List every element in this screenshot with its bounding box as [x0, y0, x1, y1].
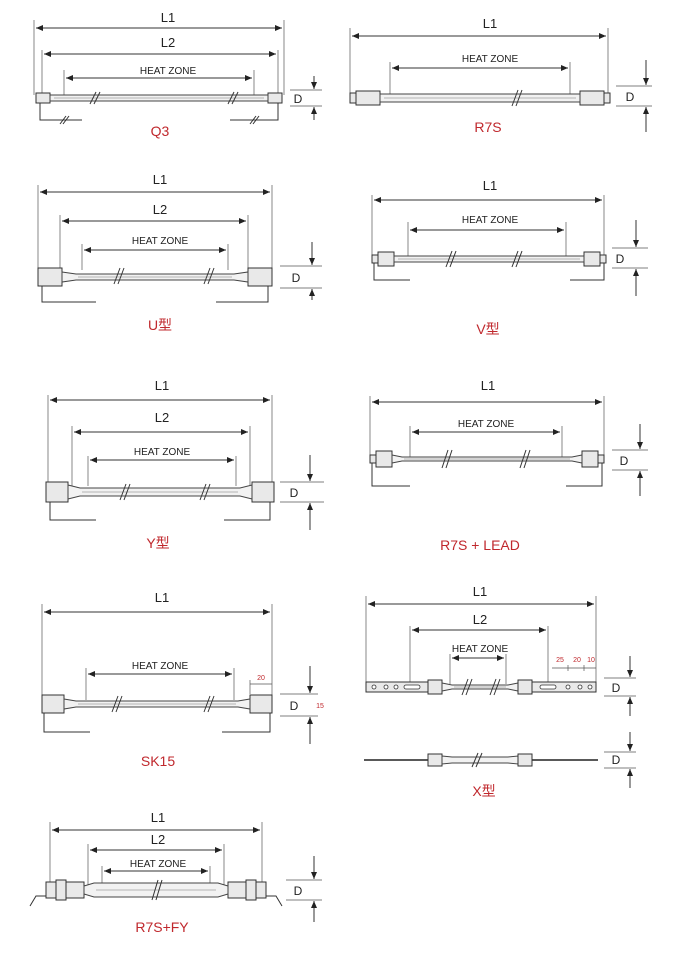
u-d-label: D: [292, 271, 301, 285]
sk15-top-dim: 20: [257, 675, 265, 682]
y-heat-zone-label: HEAT ZONE: [134, 447, 191, 458]
y-l1-label: L1: [155, 378, 169, 393]
lamp-q3: L1 L2 HEAT ZONE D Q3: [33, 10, 322, 139]
y-l2-label: L2: [155, 410, 169, 425]
caption-r7s: R7S: [474, 119, 501, 135]
caption-v: V型: [476, 321, 499, 337]
r7s-fy-d-label: D: [294, 884, 303, 898]
x-dim-a: 25: [556, 657, 564, 664]
v-l1-label: L1: [483, 178, 497, 193]
caption-sk15: SK15: [141, 753, 175, 769]
r7s-d-label: D: [626, 90, 635, 104]
r7s-fy-l1-label: L1: [151, 810, 165, 825]
lamp-x: L1 L2 HEAT ZONE 25 20 10 D: [364, 584, 636, 799]
q3-l1-label: L1: [161, 10, 175, 25]
caption-y: Y型: [146, 535, 169, 551]
caption-r7s-lead: R7S + LEAD: [440, 537, 520, 553]
lamp-r7s-fy: L1 L2 HEAT ZONE D R7S+FY: [29, 810, 322, 935]
r7s-fy-heat-zone-label: HEAT ZONE: [130, 859, 187, 870]
caption-r7s-fy: R7S+FY: [135, 919, 189, 935]
lamp-r7s: L1 HEAT ZONE D R7S: [349, 16, 652, 135]
r7s-lead-d-label: D: [620, 454, 629, 468]
q3-l2-label: L2: [161, 35, 175, 50]
x-l2-label: L2: [473, 612, 487, 627]
x-heat-zone-label: HEAT ZONE: [452, 644, 509, 655]
lamp-u: L1 L2 HEAT ZONE D U型: [37, 172, 322, 333]
x-dim-b: 20: [573, 657, 581, 664]
lamp-r7s-lead: L1 HEAT ZONE D R7S + LEAD: [369, 378, 648, 553]
u-heat-zone-label: HEAT ZONE: [132, 236, 189, 247]
u-l2-label: L2: [153, 202, 167, 217]
sk15-side-dim: 15: [316, 703, 324, 710]
sk15-l1-label: L1: [155, 590, 169, 605]
x-l1-label: L1: [473, 584, 487, 599]
r7s-lead-l1-label: L1: [481, 378, 495, 393]
y-d-label: D: [290, 486, 299, 500]
x-dim-c: 10: [587, 657, 595, 664]
sk15-heat-zone-label: HEAT ZONE: [132, 661, 189, 672]
caption-u: U型: [148, 317, 172, 333]
caption-x: X型: [472, 783, 495, 799]
v-d-label: D: [616, 252, 625, 266]
lamp-sk15: L1 HEAT ZONE 20 D 15 SK15: [41, 590, 324, 769]
x-d-label: D: [612, 681, 621, 695]
r7s-fy-l2-label: L2: [151, 832, 165, 847]
r7s-lead-heat-zone-label: HEAT ZONE: [458, 419, 515, 430]
caption-q3: Q3: [151, 123, 170, 139]
lamp-y: L1 L2 HEAT ZONE D Y型: [45, 378, 324, 551]
q3-d-label: D: [294, 92, 303, 106]
r7s-l1-label: L1: [483, 16, 497, 31]
sk15-d-label: D: [290, 699, 299, 713]
lamp-v: L1 HEAT ZONE D V型: [371, 178, 648, 337]
q3-heat-zone-label: HEAT ZONE: [140, 66, 197, 77]
u-l1-label: L1: [153, 172, 167, 187]
r7s-heat-zone-label: HEAT ZONE: [462, 54, 519, 65]
x-side-d-label: D: [612, 753, 621, 767]
v-heat-zone-label: HEAT ZONE: [462, 215, 519, 226]
